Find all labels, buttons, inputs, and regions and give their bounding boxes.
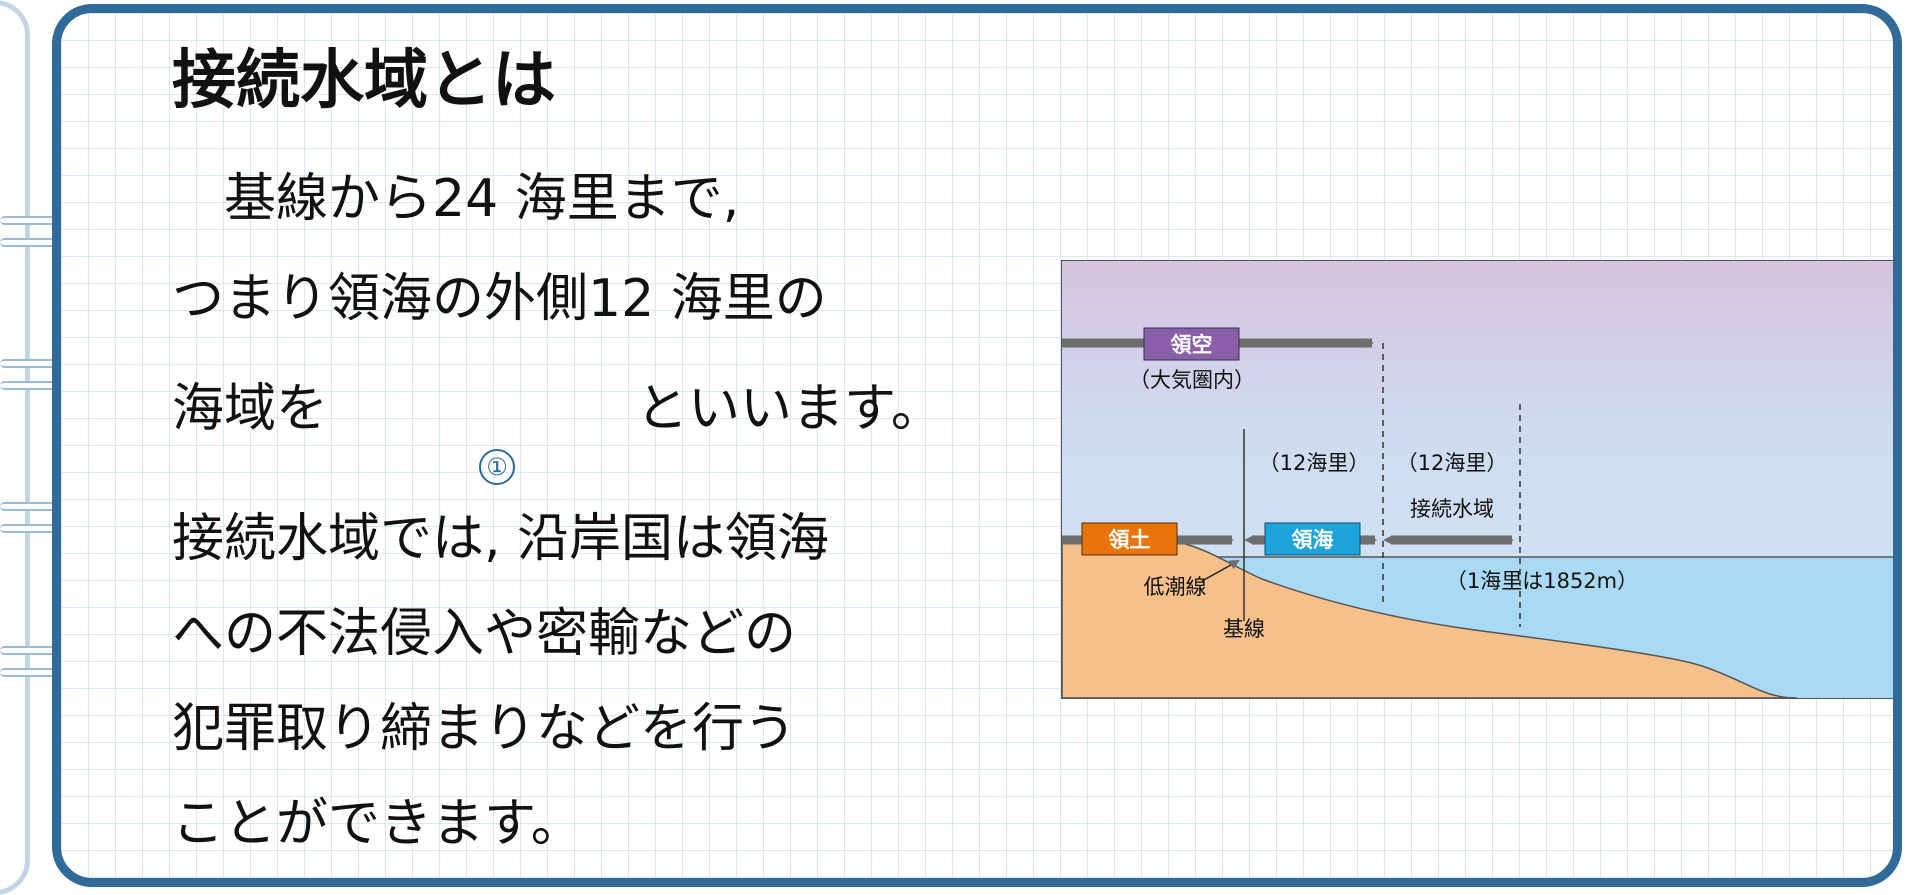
page-title: 接続水域とは [172, 44, 556, 118]
territorial-sea-label: 領海 [1292, 528, 1334, 552]
line3-before-blank: 海域を [172, 379, 329, 439]
blank-number-badge: ① [479, 449, 515, 485]
territorial-sea-label-box [1264, 522, 1361, 556]
contiguous-zone-diagram: 領空 （大気圏内） 領土 領海 （12海里） （12海里） 接続水域 低潮線 基… [1061, 260, 1893, 699]
low-water-line-pointer [1201, 560, 1240, 582]
atmosphere-label: （大気圏内） [1129, 368, 1255, 392]
contiguous-zone-label: 接続水域 [1410, 497, 1494, 521]
land-label-box [1081, 522, 1178, 556]
twelve-nm-label-1: （12海里） [1259, 451, 1370, 475]
paragraph1-line3: 海域をといいます。 [172, 383, 1042, 435]
paragraph2-line1: 接続水域では, 沿岸国は領海 [172, 509, 830, 569]
airspace-label: 領空 [1171, 333, 1213, 357]
airspace-label-box [1143, 327, 1240, 361]
paragraph2-line2: への不法侵入や密輸などの [172, 604, 797, 664]
paragraph2-line4: ことができます。 [172, 794, 583, 854]
low-water-line-label: 低潮線 [1144, 575, 1207, 599]
diagram-svg: 領空 （大気圏内） 領土 領海 （12海里） （12海里） 接続水域 低潮線 基… [1062, 327, 1893, 698]
line3-after-blank: といいます。 [636, 379, 943, 439]
notebook-card: 接続水域とは 基線から24 海里まで, つまり領海の外側12 海里の 海域をとい… [52, 4, 1902, 887]
twelve-nm-label-2: （12海里） [1397, 451, 1508, 475]
paragraph2-line3: 犯罪取り締まりなどを行う [172, 699, 797, 759]
paragraph1-line2: つまり領海の外側12 海里の [172, 269, 827, 329]
nautical-mile-note: （1海里は1852m） [1446, 569, 1638, 593]
paragraph1-line1: 基線から24 海里まで, [172, 169, 740, 229]
baseline-label: 基線 [1223, 617, 1265, 641]
binder-edge [0, 0, 30, 895]
land-label: 領土 [1109, 528, 1151, 552]
land-area [1062, 542, 1798, 698]
